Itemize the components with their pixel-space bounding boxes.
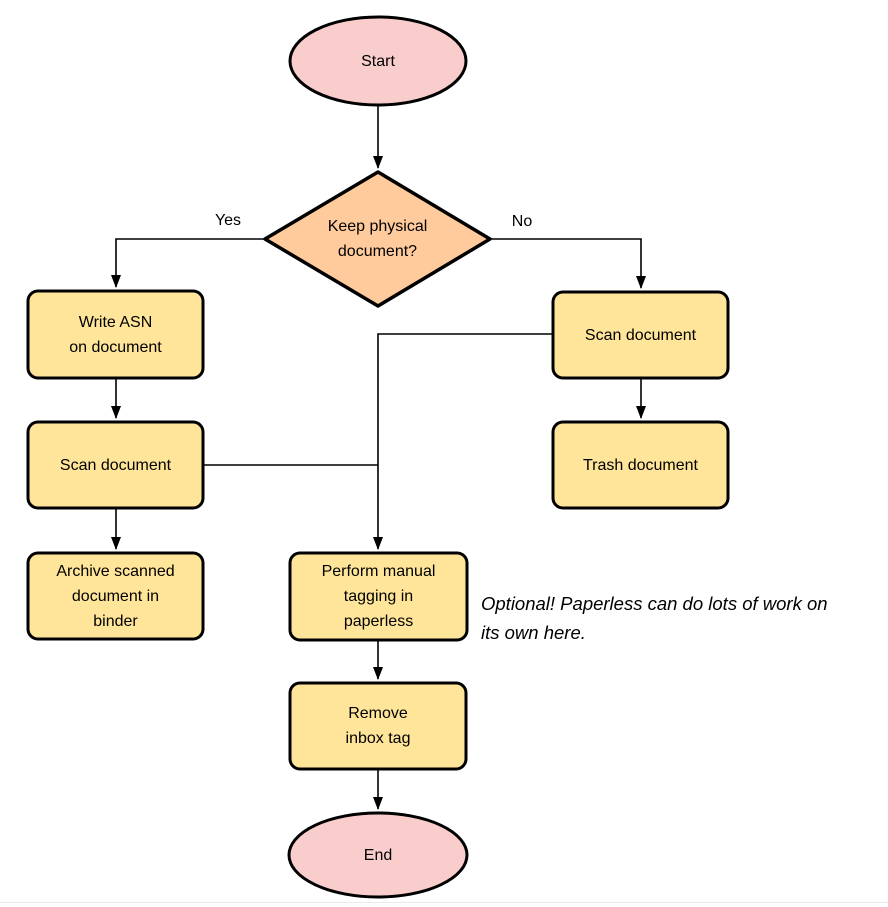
archive-line-1: Archive scanned	[56, 562, 175, 580]
node-label-scan-left: Scan document	[28, 422, 203, 508]
node-label-decision: Keep physical document?	[265, 172, 490, 306]
start-label-text: Start	[361, 52, 395, 70]
archive-process-shape	[26, 551, 205, 641]
edge-scan-right-to-tagging	[373, 333, 553, 550]
node-label-write-asn: Write ASN on document	[28, 291, 203, 378]
start-terminal-shape	[288, 15, 468, 107]
tagging-line-3: paperless	[343, 613, 414, 630]
archive-line-3: binder	[93, 612, 138, 630]
scan-right-process-shape	[551, 290, 730, 380]
remove-inbox-line-2: inbox tag	[345, 730, 411, 747]
node-label-archive: Archive scanned document in binder	[28, 553, 203, 639]
tagging-process-shape	[288, 551, 469, 642]
edge-decision-yes-to-write-asn	[111, 238, 265, 288]
yes-label-text: Yes	[214, 212, 242, 229]
remove-inbox-line-1: Remove	[348, 705, 408, 722]
node-label-end: End	[289, 813, 467, 897]
edge-label-yes: Yes	[203, 210, 253, 232]
end-terminal-shape	[287, 811, 469, 899]
decision-diamond-shape	[263, 170, 492, 308]
decision-line-2: document?	[337, 243, 418, 260]
write-asn-process-shape	[26, 289, 205, 380]
tagging-line-2: tagging in	[343, 588, 414, 605]
node-label-trash: Trash document	[553, 422, 728, 508]
decision-line-1: Keep physical	[327, 218, 428, 235]
annotation-note: Optional! Paperless can do lots of work …	[481, 589, 886, 647]
edge-decision-no-to-scan-right	[490, 238, 646, 289]
annotation-line-1: Optional! Paperless can do lots of work …	[481, 593, 828, 614]
node-label-tagging: Perform manual tagging in paperless	[290, 553, 467, 640]
scan-left-process-shape	[26, 420, 205, 510]
trash-process-shape	[551, 420, 730, 510]
node-label-scan-right: Scan document	[553, 292, 728, 378]
scan-left-label-text: Scan document	[59, 456, 172, 474]
write-asn-line-2: on document	[69, 338, 162, 356]
tagging-line-1: Perform manual	[321, 563, 436, 580]
node-label-remove-inbox: Remove inbox tag	[290, 683, 466, 769]
archive-line-2: document in	[71, 587, 160, 605]
no-label-text: No	[511, 213, 533, 230]
write-asn-line-1: Write ASN	[78, 313, 153, 331]
trash-label-text: Trash document	[582, 456, 698, 474]
remove-inbox-process-shape	[288, 681, 468, 771]
edge-label-no: No	[497, 211, 547, 233]
end-label-text: End	[363, 846, 393, 864]
page-bottom-divider	[0, 902, 888, 903]
annotation-line-2: its own here.	[481, 622, 586, 643]
node-label-start: Start	[290, 17, 466, 105]
scan-right-label-text: Scan document	[584, 326, 697, 344]
